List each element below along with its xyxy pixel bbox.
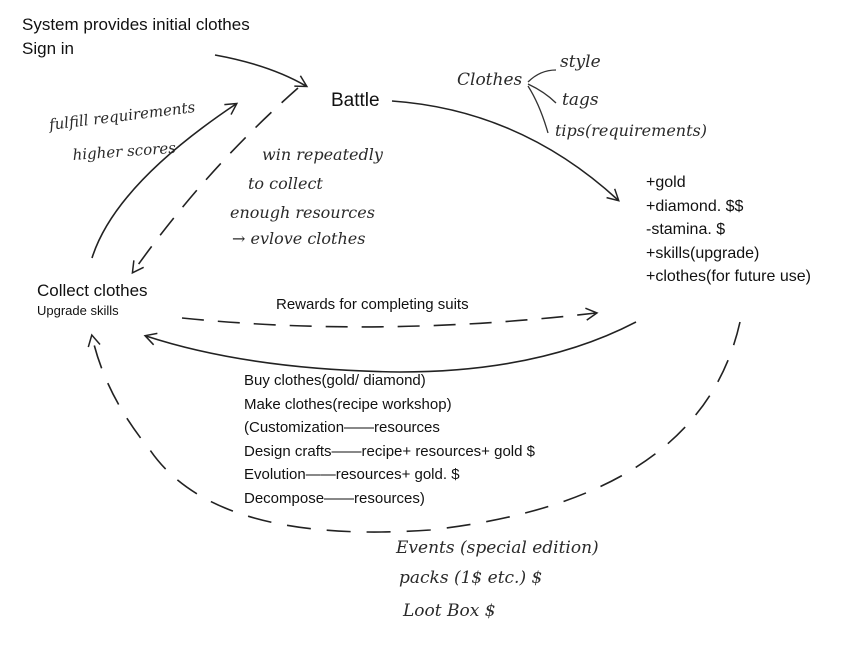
arrow-rewards-to-collect xyxy=(143,321,637,373)
suits-reward-label: Rewards for completing suits xyxy=(276,296,469,313)
reward-clothes: +clothes(for future use) xyxy=(646,268,811,285)
acquire-customization: (Customization——resources xyxy=(244,419,440,436)
arrow-monetize-loop-dashed xyxy=(87,321,741,533)
acquire-evolution: Evolution——resources+ gold. $ xyxy=(244,466,460,483)
collect-subtitle: Upgrade skills xyxy=(37,303,119,319)
arrow-collect-to-battle xyxy=(91,102,239,259)
clothes-note-tips: tips(requirements) xyxy=(555,121,707,140)
clothes-note-style: style xyxy=(560,52,601,72)
battle-node: Battle xyxy=(331,90,380,111)
reward-stamina: -stamina. $ xyxy=(646,221,726,238)
monetize-packs: packs (1$ etc.) $ xyxy=(399,568,543,588)
middle-note-resources: enough resources xyxy=(230,203,375,222)
middle-note-evolve: → evlove clothes xyxy=(232,229,366,248)
start-line-sign-in: Sign in xyxy=(22,39,74,59)
branch-tips xyxy=(527,85,549,134)
arrow-suits-reward-dashed xyxy=(181,307,599,328)
arrow-battle-to-rewards xyxy=(391,100,620,202)
middle-note-collect: to collect xyxy=(248,174,323,193)
start-line-initial-clothes: System provides initial clothes xyxy=(22,15,250,34)
clothes-note-tags: tags xyxy=(562,90,599,110)
acquire-buy: Buy clothes(gold/ diamond) xyxy=(244,372,426,389)
reward-diamond: +diamond. $$ xyxy=(646,197,744,215)
acquire-make: Make clothes(recipe workshop) xyxy=(244,395,452,413)
start-node: System provides initial clothes Sign in xyxy=(22,15,250,60)
monetize-lootbox: Loot Box $ xyxy=(403,601,496,621)
acquire-list: Buy clothes(gold/ diamond) Make clothes(… xyxy=(244,369,535,510)
reward-skills: +skills(upgrade) xyxy=(646,244,760,262)
clothes-note-label: Clothes xyxy=(457,70,523,90)
arrow-battle-to-collect-dashed xyxy=(131,87,299,275)
acquire-decompose: Decompose——resources) xyxy=(244,489,425,507)
reward-gold: +gold xyxy=(646,174,686,191)
rewards-list: +gold +diamond. $$ -stamina. $ +skills(u… xyxy=(646,171,811,289)
arrow-start-to-battle xyxy=(214,54,309,88)
acquire-design: Design crafts——recipe+ resources+ gold $ xyxy=(244,442,535,460)
monetize-events: Events (special edition) xyxy=(396,538,599,558)
branch-tags xyxy=(527,83,557,104)
branch-style xyxy=(527,69,557,83)
middle-note-win: win repeatedly xyxy=(262,145,383,164)
collect-node: Collect clothes Upgrade skills xyxy=(37,281,148,319)
collect-title: Collect clothes xyxy=(37,281,148,300)
